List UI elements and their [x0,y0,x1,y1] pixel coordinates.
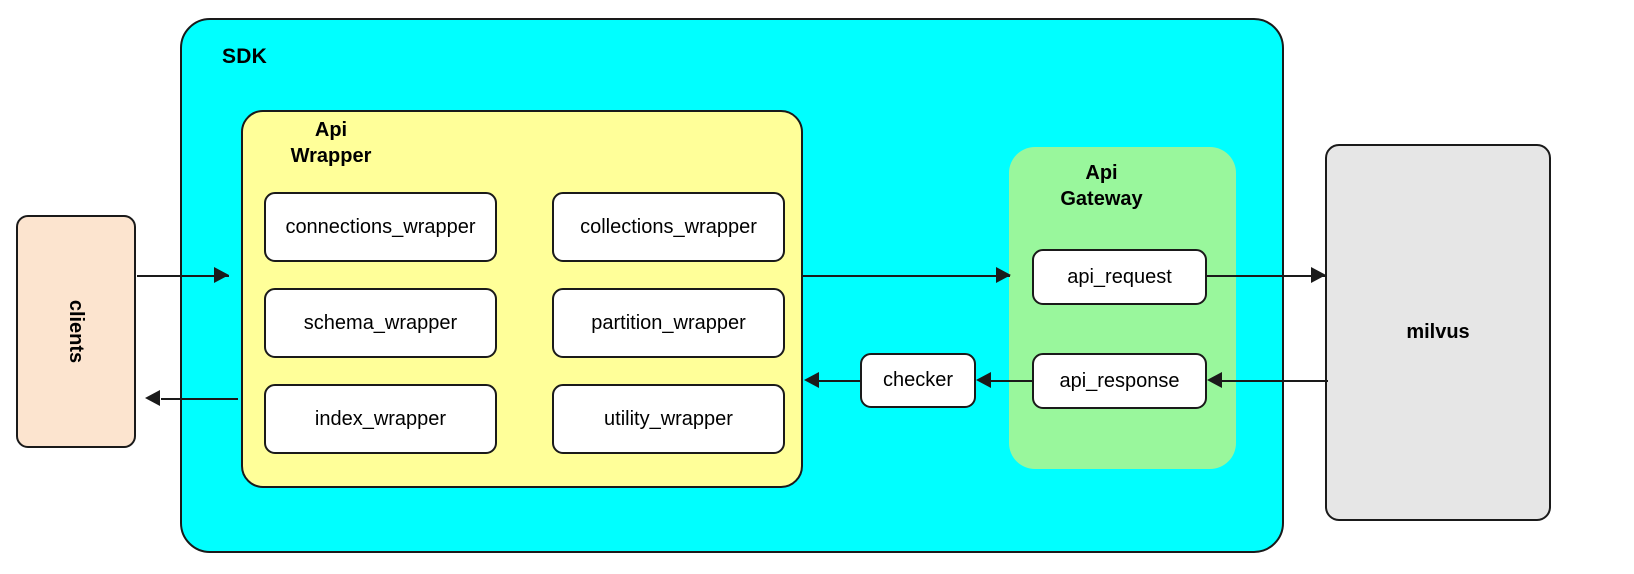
connector-api-request-to-milvus [1206,275,1326,277]
node-label: partition_wrapper [591,311,746,334]
node-label: schema_wrapper [303,311,458,334]
node-clients[interactable]: clients [16,215,136,448]
node-api-request[interactable]: api_request [1032,249,1207,305]
node-label: api_response [1059,369,1180,392]
arrowhead-right-icon [996,267,1011,283]
node-schema-wrapper[interactable]: schema_wrapper [264,288,497,358]
connector-milvus-to-api-response [1212,380,1328,382]
sdk-label: SDK [222,45,267,68]
api-wrapper-label-line2: Wrapper [290,144,372,167]
arrowhead-left-icon [804,372,819,388]
node-checker[interactable]: checker [860,353,976,408]
milvus-label: milvus [1406,321,1470,343]
arrowhead-right-icon [214,267,229,283]
api-gateway-label-line1: Api [1085,162,1118,184]
node-partition-wrapper[interactable]: partition_wrapper [552,288,785,358]
node-label: index_wrapper [314,407,447,430]
node-label: utility_wrapper [604,407,733,430]
connector-api-response-to-checker [990,380,1032,382]
api-gateway-label-line2: Gateway [1060,187,1143,210]
arrowhead-right-icon [1311,267,1326,283]
node-collections-wrapper[interactable]: collections_wrapper [552,192,785,262]
node-label: checker [882,369,954,391]
connector-checker-to-api-wrapper [818,380,860,382]
node-api-response[interactable]: api_response [1032,353,1207,409]
node-connections-wrapper[interactable]: connections_wrapper [264,192,497,262]
node-index-wrapper[interactable]: index_wrapper [264,384,497,454]
api-wrapper-label-line1: Api [314,119,348,141]
clients-label: clients [65,299,88,364]
node-label: collections_wrapper [580,215,757,238]
arrowhead-left-icon [1207,372,1222,388]
node-label: api_request [1067,265,1172,288]
arrowhead-left-icon [145,390,160,406]
connector-clients-to-api-wrapper [137,275,229,277]
connector-api-wrapper-to-api-gateway [803,275,1010,277]
node-label: connections_wrapper [285,215,476,238]
connector-api-wrapper-to-clients [161,398,238,400]
node-milvus[interactable]: milvus [1325,144,1551,521]
node-utility-wrapper[interactable]: utility_wrapper [552,384,785,454]
arrowhead-left-icon [976,372,991,388]
